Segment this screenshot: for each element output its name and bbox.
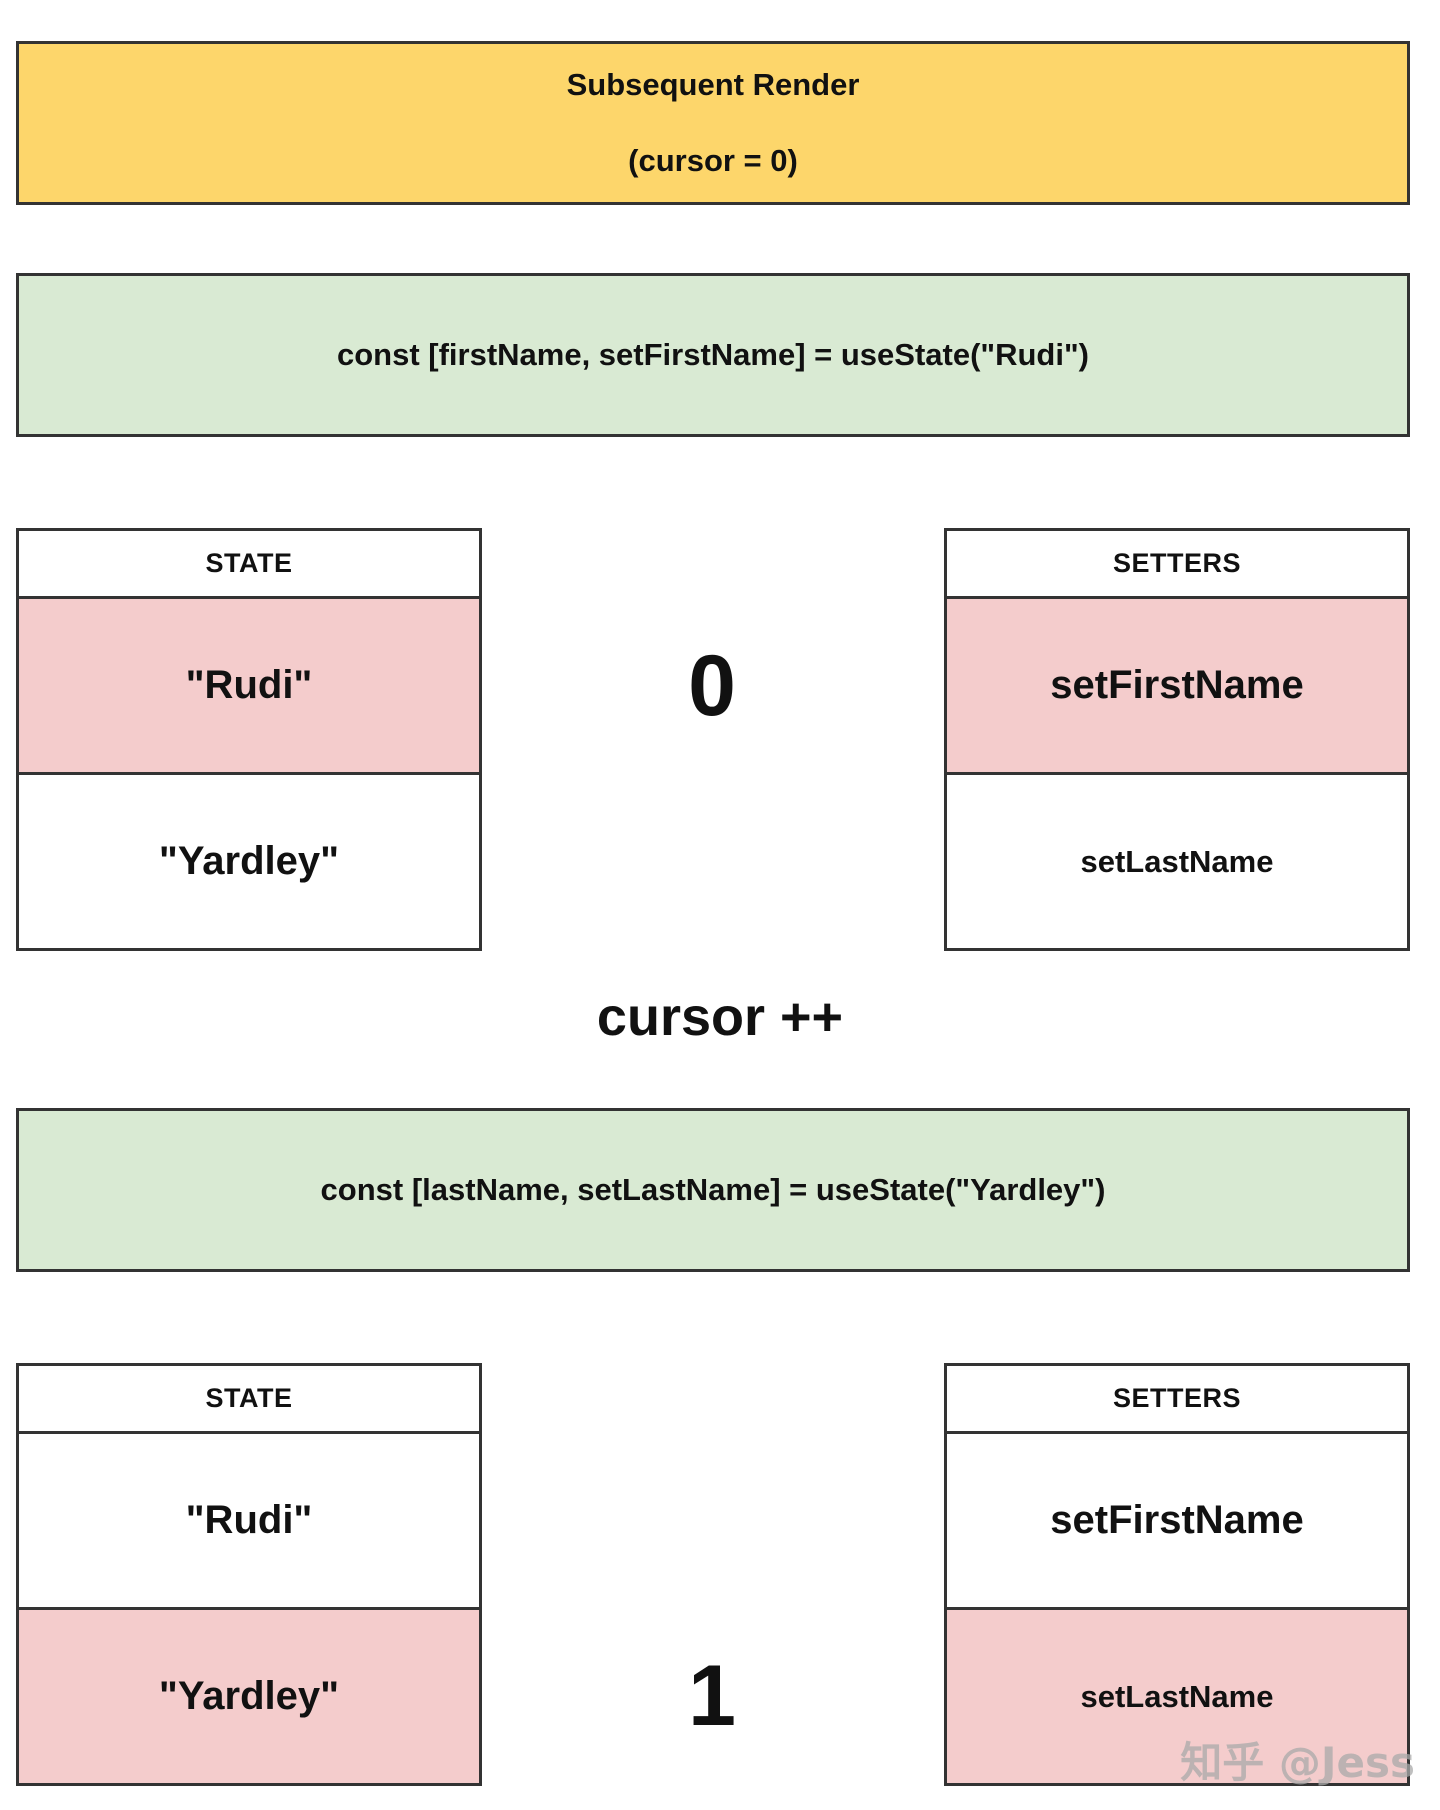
state-table-step-2: STATE "Rudi" "Yardley" (16, 1363, 482, 1786)
cursor-increment-label: cursor ++ (596, 987, 844, 1047)
cursor-index-0: 0 (688, 638, 736, 734)
code-line-last-name: const [lastName, setLastName] = useState… (16, 1108, 1410, 1272)
code-line-text: const [lastName, setLastName] = useState… (320, 1172, 1106, 1207)
subsequent-render-header: Subsequent Render (cursor = 0) (16, 41, 1410, 205)
setters-table-header: SETTERS (947, 531, 1407, 599)
header-subtitle: (cursor = 0) (628, 143, 798, 178)
state-table-step-1: STATE "Rudi" "Yardley" (16, 528, 482, 951)
cursor-index-1: 1 (688, 1648, 736, 1744)
state-cell-rudi: "Rudi" (185, 1498, 313, 1542)
setter-cell-set-first-name: setFirstName (947, 599, 1407, 772)
setters-table-header: SETTERS (947, 1366, 1407, 1434)
state-table-header: STATE (19, 1366, 479, 1434)
state-cell-rudi: "Rudi" (19, 599, 479, 772)
code-line-first-name: const [firstName, setFirstName] = useSta… (16, 273, 1410, 437)
setter-cell-set-last-name: setLastName (947, 1607, 1407, 1783)
setters-table-step-1: SETTERS setFirstName setLastName (944, 528, 1410, 951)
state-cell-yardley: "Yardley" (19, 772, 479, 948)
setter-cell-set-first-name: setFirstName (1050, 1498, 1304, 1542)
state-cell-yardley: "Yardley" (19, 1607, 479, 1783)
header-title: Subsequent Render (566, 67, 860, 102)
setter-cell-set-last-name: setLastName (947, 772, 1407, 948)
setters-table-step-2: SETTERS setFirstName setLastName (944, 1363, 1410, 1786)
code-line-text: const [firstName, setFirstName] = useSta… (336, 337, 1090, 372)
state-table-header: STATE (19, 531, 479, 599)
watermark-text: 知乎 @Jess (1180, 1738, 1415, 1787)
